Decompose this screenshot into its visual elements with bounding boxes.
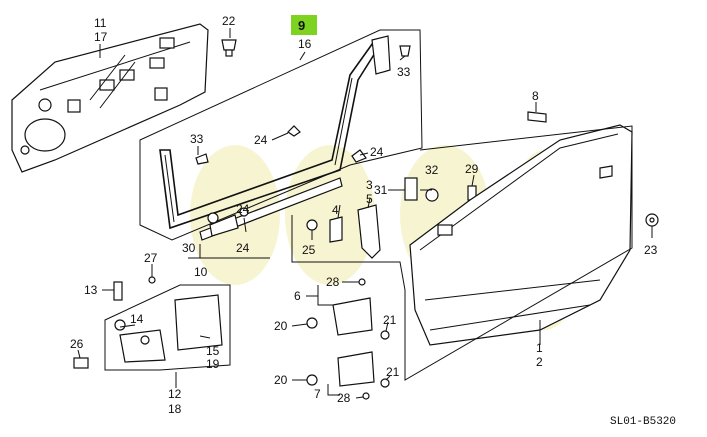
callout: 19 [206,357,220,371]
callout: 21 [383,313,397,327]
bolt-part-8 [527,111,547,123]
door-shell-part [409,124,633,346]
nut-part-23 [645,213,659,227]
callout: 4 [332,203,339,217]
callout: 23 [644,243,658,257]
hinge-upper-part [306,278,390,400]
callout: 11 [94,16,107,30]
callout: 24 [254,133,268,147]
callout: 18 [168,402,182,416]
callout: 26 [70,337,84,351]
callout: 25 [302,243,316,257]
callout: 13 [84,283,98,297]
callout: 21 [386,365,400,379]
callout: 1 [536,341,543,355]
bracket-part [306,204,381,259]
callout: 29 [465,162,479,176]
center-group-box [291,215,406,291]
callout: 33 [190,132,204,146]
callout: 32 [425,163,439,177]
callout: 27 [144,251,158,265]
callout-highlighted: 9 [298,18,305,33]
weatherstrip-part [159,35,391,230]
callout: 31 [374,183,388,197]
seal-clips [195,45,411,165]
callout: 28 [337,391,351,405]
callout: 8 [532,89,539,103]
weatherstrip-group-box [139,29,423,241]
clip-part-22 [221,39,237,57]
callout: 10 [194,265,208,279]
callout-labels: 11 17 22 9 16 33 8 33 24 24 3 5 31 32 29… [70,14,658,416]
latch-parts [404,177,477,202]
callout: 3 [366,178,373,192]
callout: 2 [536,355,543,369]
callout: 24 [370,145,384,159]
highlight-box [291,15,317,35]
callout: 33 [397,65,411,79]
callout: 20 [274,319,288,333]
callout: 30 [182,241,196,255]
door-group-box [404,125,633,381]
callout: 17 [94,30,108,44]
hinge-lower-assembly [104,284,231,371]
callout: 12 [168,387,182,401]
bolt-parts [73,276,156,369]
callout: 6 [294,289,301,303]
callout: 14 [130,312,144,326]
callout: 16 [298,37,312,51]
door-panel-part [11,23,209,173]
leader-lines [77,28,653,399]
callout: 22 [222,14,236,28]
callout: 28 [326,275,340,289]
callout: 15 [206,344,220,358]
callout: 24 [236,241,250,255]
callout: 20 [274,373,288,387]
drawing-code: SL01-B5320 [610,416,676,428]
sash-channel-part [199,177,343,241]
callout: 24 [236,202,250,216]
callout: 7 [314,387,321,401]
callout: 5 [366,192,373,206]
